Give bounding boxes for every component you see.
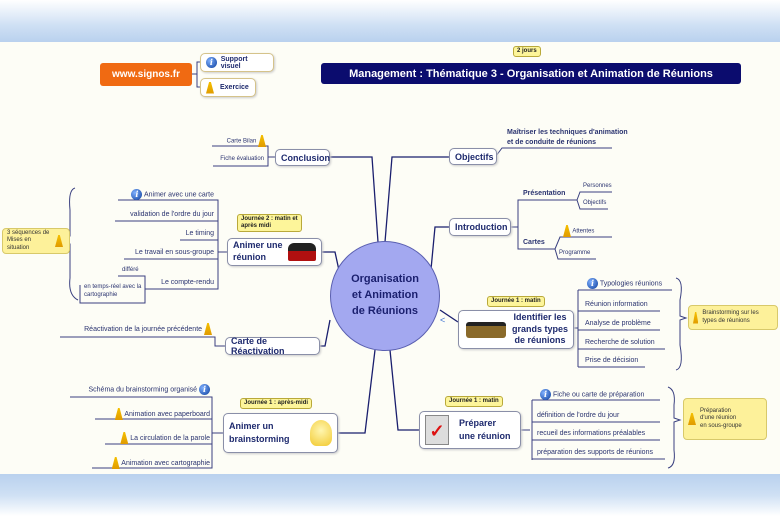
leaf-fiche-preparation[interactable]: i Fiche ou carte de préparation xyxy=(540,389,644,400)
cone-icon xyxy=(55,235,63,247)
topic-objectifs[interactable]: Objectifs xyxy=(449,148,497,165)
leaf-reunion-information[interactable]: Réunion information xyxy=(585,301,648,308)
cone-icon xyxy=(120,432,129,444)
leaf-carte-bilan[interactable]: Carte Bilan xyxy=(227,135,266,147)
site-badge[interactable]: www.signos.fr xyxy=(100,63,192,86)
leaf-supports[interactable]: préparation des supports de réunions xyxy=(537,449,653,456)
leaf-circulation-parole[interactable]: La circulation de la parole xyxy=(120,432,210,444)
cone-icon xyxy=(204,323,212,335)
leaf-attentes[interactable]: Attentes xyxy=(563,225,594,237)
brainstorming-callout: Journée 1 : après-midi xyxy=(240,398,313,410)
page-title: Management : Thématique 3 - Organisation… xyxy=(321,63,741,84)
lightbulb-icon xyxy=(310,420,332,446)
duration-callout: 2 jours xyxy=(513,46,541,58)
leaf-recueil[interactable]: recueil des informations préalables xyxy=(537,430,646,437)
leaf-objectifs[interactable]: Objectifs xyxy=(583,200,607,206)
cone-icon xyxy=(114,408,123,420)
share-icon[interactable]: < xyxy=(440,315,446,325)
leaf-differe[interactable]: différé xyxy=(122,267,139,273)
leaf-timing[interactable]: Le timing xyxy=(185,230,214,237)
info-icon: i xyxy=(199,384,210,395)
cone-icon xyxy=(111,457,120,469)
leaf-reactivation[interactable]: Réactivation de la journée précédente xyxy=(84,323,212,335)
leaf-travail-sous-groupe[interactable]: Le travail en sous-groupe xyxy=(135,249,214,256)
leaf-validation[interactable]: validation de l'ordre du jour xyxy=(130,211,214,218)
preparer-callout: Journée 1 : matin xyxy=(445,396,503,408)
animer-reunion-callout: Journée 2 : matin et après midi xyxy=(237,214,302,233)
info-icon: i xyxy=(206,57,217,68)
bottom-band xyxy=(0,474,780,516)
note-mises-en-situation[interactable]: 3 séquences de Mises en situation xyxy=(2,228,70,254)
leaf-ordre-du-jour[interactable]: définition de l'ordre du jour xyxy=(537,412,620,419)
meeting-table-icon xyxy=(465,321,506,338)
leaf-typologies[interactable]: i Typologies réunions xyxy=(587,278,662,289)
topic-conclusion[interactable]: Conclusion xyxy=(275,149,330,166)
note-brainstorming-types[interactable]: Brainstorming sur les types de réunions xyxy=(688,305,778,330)
leaf-programme[interactable]: Programme xyxy=(559,250,591,256)
info-icon: i xyxy=(587,278,598,289)
leaf-analyse[interactable]: Analyse de problème xyxy=(585,320,651,327)
checklist-icon: ✓ xyxy=(425,415,449,445)
note-preparation-sous-groupe[interactable]: Préparation d'une réunion en sous-groupe xyxy=(683,398,767,440)
leaf-cartes[interactable]: Cartes xyxy=(523,239,545,246)
leaf-cartographie[interactable]: Animation avec cartographie xyxy=(111,457,210,469)
top-band xyxy=(0,0,780,42)
leaf-fiche-evaluation[interactable]: Fiche évaluation xyxy=(220,156,264,162)
topic-introduction[interactable]: Introduction xyxy=(449,218,511,236)
leaf-presentation[interactable]: Présentation xyxy=(523,190,566,197)
cone-icon xyxy=(693,311,699,324)
leaf-paperboard[interactable]: Animation avec paperboard xyxy=(114,408,210,420)
info-icon: i xyxy=(540,389,551,400)
group-people-icon xyxy=(288,243,316,261)
leaf-personnes[interactable]: Personnes xyxy=(583,183,612,189)
cone-icon xyxy=(563,225,571,237)
leaf-temps-reel[interactable]: en temps-réel avec la cartographie xyxy=(84,284,142,298)
cone-icon xyxy=(688,413,696,425)
leaf-animer-carte[interactable]: i Animer avec une carte xyxy=(131,189,214,200)
identifier-callout: Journée 1 : matin xyxy=(487,296,545,308)
leaf-schema-brainstorming[interactable]: Schéma du brainstorming organisé i xyxy=(88,384,210,395)
leaf-recherche[interactable]: Recherche de solution xyxy=(585,339,655,346)
legend-exercice: Exercice xyxy=(200,78,256,97)
cone-icon xyxy=(206,81,214,94)
info-icon: i xyxy=(131,189,143,200)
leaf-compte-rendu[interactable]: Le compte-rendu xyxy=(161,279,214,286)
leaf-prise-decision[interactable]: Prise de décision xyxy=(585,357,639,364)
cone-icon xyxy=(258,135,266,147)
topic-carte-reactivation[interactable]: Carte de Réactivation xyxy=(225,336,320,356)
